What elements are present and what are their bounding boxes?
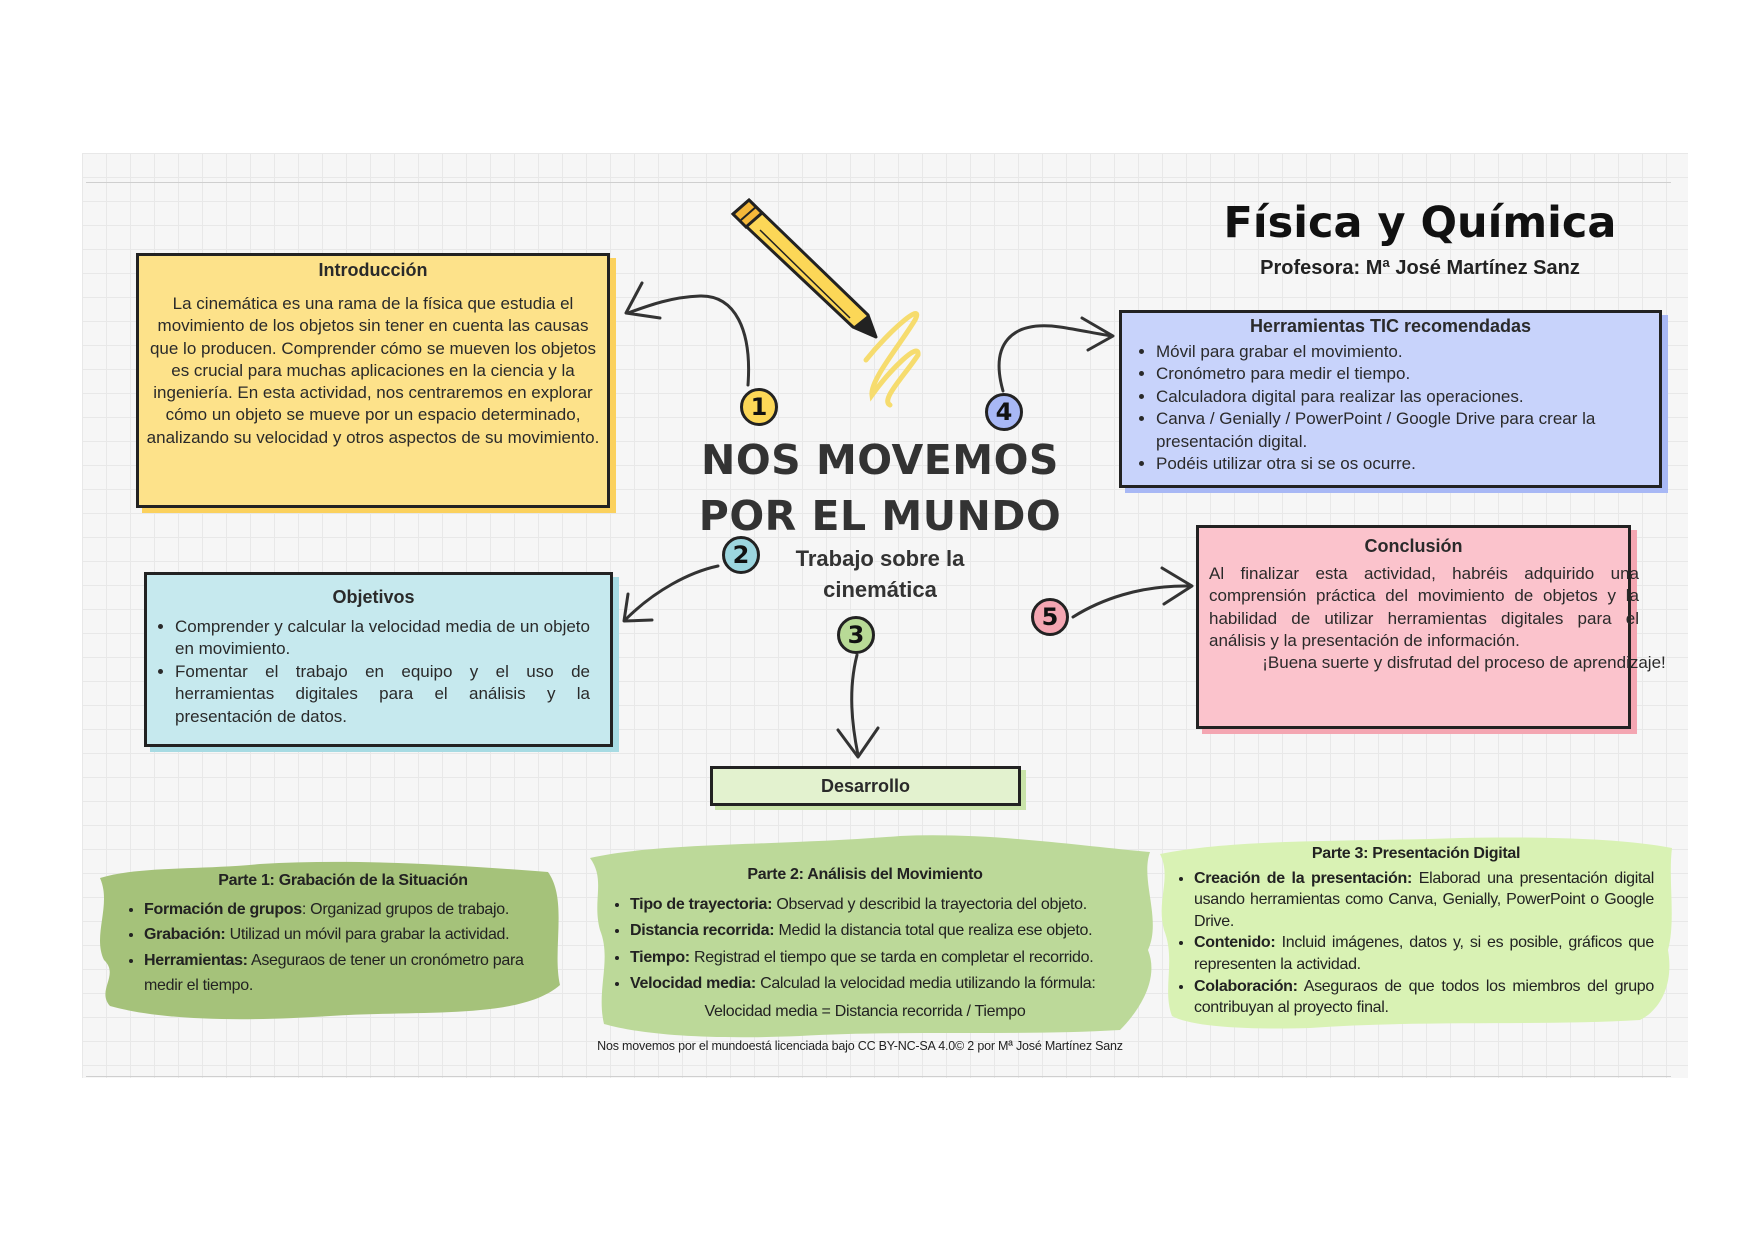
- list-item: Podéis utilizar otra si se os ocurre.: [1156, 453, 1647, 475]
- list-item: Velocidad media: Calculad la velocidad m…: [630, 971, 1120, 998]
- item-label: Herramientas:: [144, 951, 248, 969]
- item-label: Formación de grupos: [144, 900, 302, 918]
- parte3-list: Creación de la presentación: Elaborad un…: [1178, 868, 1654, 1019]
- parte1-title: Parte 1: Grabación de la Situación: [218, 872, 468, 889]
- item-text: Utilizad un móvil para grabar la activid…: [225, 926, 510, 943]
- list-item: Móvil para grabar el movimiento.: [1156, 341, 1647, 363]
- list-item: Tipo de trayectoria: Observad y describi…: [630, 892, 1120, 919]
- main-title-line2: POR EL MUNDO: [698, 492, 1062, 540]
- herramientas-title: Herramientas TIC recomendadas: [1249, 316, 1532, 336]
- list-item: Contenido: Incluid imágenes, datos y, si…: [1194, 932, 1654, 975]
- item-text: Aseguraos de que todos los miembros del …: [1194, 977, 1654, 1017]
- arrow-tic: [997, 324, 1114, 393]
- badge-4: 4: [985, 393, 1023, 431]
- parte3-block: Parte 3: Presentación Digital Creación d…: [1178, 843, 1654, 1019]
- brush-part2: [590, 835, 1153, 1038]
- parte2-title: Parte 2: Análisis del Movimiento: [747, 866, 983, 883]
- main-title: NOS MOVEMOS POR EL MUNDO: [690, 432, 1070, 544]
- arrow-intro: [626, 294, 751, 387]
- parte1-list: Formación de grupos: Organizad grupos de…: [128, 897, 558, 999]
- herramientas-list: Móvil para grabar el movimiento. Cronóme…: [1134, 341, 1647, 475]
- divider: [86, 1076, 1671, 1077]
- list-item: Cronómetro para medir el tiempo.: [1156, 363, 1647, 385]
- item-text: Observad y describid la trayectoria del …: [772, 895, 1087, 913]
- item-label: Tipo de trayectoria:: [630, 895, 773, 913]
- list-item: Grabación: Utilizad un móvil para grabar…: [144, 922, 558, 948]
- item-label: Grabación:: [144, 926, 226, 943]
- conclusion-title: Conclusión: [1364, 536, 1463, 556]
- badge-5: 5: [1031, 598, 1069, 636]
- list-item: Comprender y calcular la velocidad media…: [175, 616, 590, 661]
- subject-title: Física y Química: [1223, 198, 1617, 248]
- list-item: Fomentar el trabajo en equipo y el uso d…: [175, 661, 590, 728]
- main-title-line1: NOS MOVEMOS: [701, 436, 1059, 484]
- badge-1: 1: [740, 388, 778, 426]
- item-text: Calculad la velocidad media utilizando l…: [755, 975, 1096, 992]
- list-item: Tiempo: Registrad el tiempo que se tarda…: [630, 945, 1120, 972]
- item-text: Registrad el tiempo que se tarda en comp…: [689, 948, 1094, 966]
- divider: [86, 182, 1671, 183]
- list-item: Herramientas: Aseguraos de tener un cron…: [144, 948, 558, 999]
- arrow-conclusion-head: [1160, 566, 1194, 606]
- parte2-list: Tipo de trayectoria: Observad y describi…: [610, 892, 1120, 998]
- item-label: Tiempo:: [630, 948, 690, 966]
- list-item: Distancia recorrida: Medid la distancia …: [630, 918, 1120, 945]
- introduccion-text: La cinemática es una rama de la física q…: [146, 294, 600, 447]
- arrow-desarrollo-head: [836, 726, 880, 759]
- item-text: Organizad grupos de trabajo.: [306, 900, 510, 918]
- subtitle: Trabajo sobre la cinemática: [760, 543, 1000, 605]
- list-item: Creación de la presentación: Elaborad un…: [1194, 868, 1654, 933]
- list-item: Canva / Genially / PowerPoint / Google D…: [1156, 408, 1647, 453]
- arrow-intro-head: [624, 281, 662, 320]
- introduccion-title: Introducción: [318, 260, 428, 280]
- arrow-tic-head: [1080, 316, 1115, 352]
- item-sep: :: [301, 900, 307, 918]
- objetivos-box: Objetivos Comprender y calcular la veloc…: [144, 572, 613, 747]
- subtitle-line2: cinemática: [823, 577, 937, 602]
- badge-3: 3: [837, 616, 875, 654]
- brush-part1: [100, 861, 560, 1020]
- arrow-conclusion: [1071, 584, 1192, 619]
- parte2-block: Parte 2: Análisis del Movimiento Tipo de…: [610, 862, 1120, 1025]
- list-item: Formación de grupos: Organizad grupos de…: [144, 897, 558, 923]
- item-label: Distancia recorrida:: [630, 922, 775, 939]
- list-item: Calculadora digital para realizar las op…: [1156, 386, 1647, 408]
- item-text: Aseguraos de tener un cronómetro para me…: [144, 951, 524, 995]
- item-label: Creación de la presentación:: [1194, 869, 1413, 887]
- arrow-objetivos-head: [622, 592, 654, 623]
- desarrollo-box: Desarrollo: [710, 766, 1021, 806]
- item-label: Velocidad media:: [630, 975, 756, 992]
- arrow-objetivos: [623, 564, 720, 622]
- arrow-desarrollo: [850, 653, 860, 757]
- brush-part3: [1160, 837, 1672, 1029]
- parte3-title: Parte 3: Presentación Digital: [1311, 845, 1521, 862]
- conclusion-text: Al finalizar esta actividad, habréis adq…: [1209, 564, 1639, 650]
- objetivos-list: Comprender y calcular la velocidad media…: [157, 616, 590, 728]
- item-label: Contenido:: [1194, 934, 1276, 952]
- item-text: Elaborad una presentación digital usando…: [1194, 869, 1654, 930]
- introduccion-box: Introducción La cinemática es una rama d…: [136, 253, 610, 508]
- conclusion-box: Conclusión Al finalizar esta actividad, …: [1196, 525, 1666, 729]
- parte1-block: Parte 1: Grabación de la Situación Forma…: [128, 868, 558, 999]
- item-text: Incluid imágenes, datos y, si es posible…: [1194, 934, 1654, 973]
- velocity-formula: Velocidad media = Distancia recorrida / …: [704, 1002, 1026, 1020]
- teacher-name: Profesora: Mª José Martínez Sanz: [1260, 257, 1580, 279]
- item-label: Colaboración:: [1194, 977, 1298, 995]
- list-item: Colaboración: Aseguraos de que todos los…: [1194, 976, 1654, 1019]
- item-text: Medid la distancia total que realiza ese…: [774, 922, 1093, 939]
- badge-2: 2: [722, 536, 760, 574]
- pencil-icon: [730, 197, 921, 408]
- subtitle-line1: Trabajo sobre la: [795, 546, 965, 571]
- conclusion-closing: ¡Buena suerte y disfrutad del proceso de…: [1262, 653, 1666, 673]
- objetivos-title: Objetivos: [332, 587, 415, 607]
- herramientas-box: Herramientas TIC recomendadas Móvil para…: [1119, 310, 1662, 488]
- license-footer: Nos movemos por el mundoestá licenciada …: [597, 1039, 1123, 1053]
